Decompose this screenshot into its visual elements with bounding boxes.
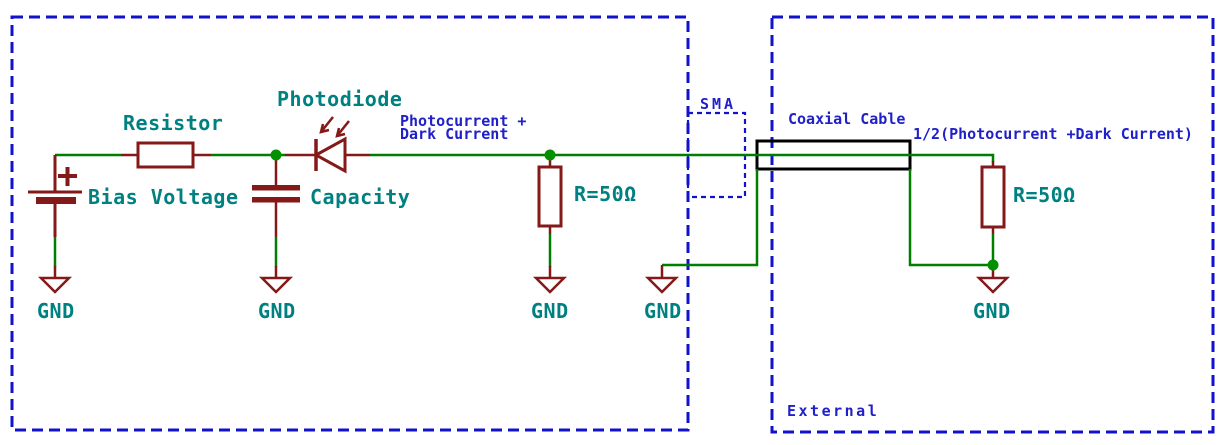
gnd-label-r50-left: GND: [531, 299, 569, 323]
gnd-symbol-battery: [37, 276, 73, 294]
gnd-label-capacitor: GND: [258, 299, 296, 323]
junction-dot: [987, 259, 999, 271]
wire-main-signal: [370, 153, 995, 162]
gnd-symbol-r50-left: [532, 276, 568, 294]
external-boundary-box: [770, 15, 1215, 434]
battery-symbol: [28, 155, 82, 237]
r50-right-label: R=50Ω: [1013, 183, 1076, 207]
arrow-head: [319, 123, 330, 134]
resistor-symbol: [136, 141, 195, 169]
photodiode-symbol: [312, 116, 350, 174]
photodiode-triangle: [312, 136, 347, 174]
photocurrent-label-line1: Photocurrent +: [400, 112, 526, 130]
termination-resistor-right-symbol: [980, 165, 1006, 229]
gnd-symbol-capacitor: [258, 276, 294, 294]
gnd-symbol-r50-right: [975, 276, 1011, 294]
arrow-head: [335, 127, 346, 138]
detector-boundary-box: [10, 15, 690, 432]
bias-voltage-label: Bias Voltage: [88, 185, 239, 209]
capacitor-plate-bottom: [252, 197, 300, 203]
junction-dot: [544, 149, 556, 161]
light-arrows-icon: [319, 116, 350, 138]
capacitor-symbol: [252, 185, 300, 203]
arrow-shaft: [320, 116, 334, 133]
gnd-symbol-shield: [644, 276, 680, 294]
wire-shield-right: [908, 169, 993, 267]
capacity-label: Capacity: [310, 185, 410, 209]
external-label: External: [787, 402, 879, 420]
sma-label: SMA: [700, 95, 736, 113]
gnd-label-battery: GND: [37, 299, 75, 323]
capacitor-plate-top: [252, 185, 300, 191]
resistor-label: Resistor: [123, 111, 223, 135]
r50-left-label: R=50Ω: [574, 182, 637, 206]
battery-plate-thick: [36, 197, 76, 204]
battery-positive-mark: [58, 167, 77, 186]
half-photocurrent-label: 1/2(Photocurrent +Dark Current): [913, 125, 1193, 143]
gnd-label-r50-right: GND: [973, 299, 1011, 323]
arrow-shaft: [336, 120, 350, 137]
gnd-label-shield: GND: [644, 299, 682, 323]
component-pins: [53, 153, 995, 278]
wire-shield-left: [662, 169, 759, 267]
gnd-symbols: [37, 276, 1011, 294]
wires: [53, 153, 995, 267]
coaxial-cable-label: Coaxial Cable: [788, 110, 905, 128]
photocurrent-label-line2: Dark Current: [400, 125, 508, 143]
photodiode-label: Photodiode: [277, 87, 402, 111]
termination-resistor-left-symbol: [537, 165, 563, 228]
junction-dot: [270, 149, 282, 161]
